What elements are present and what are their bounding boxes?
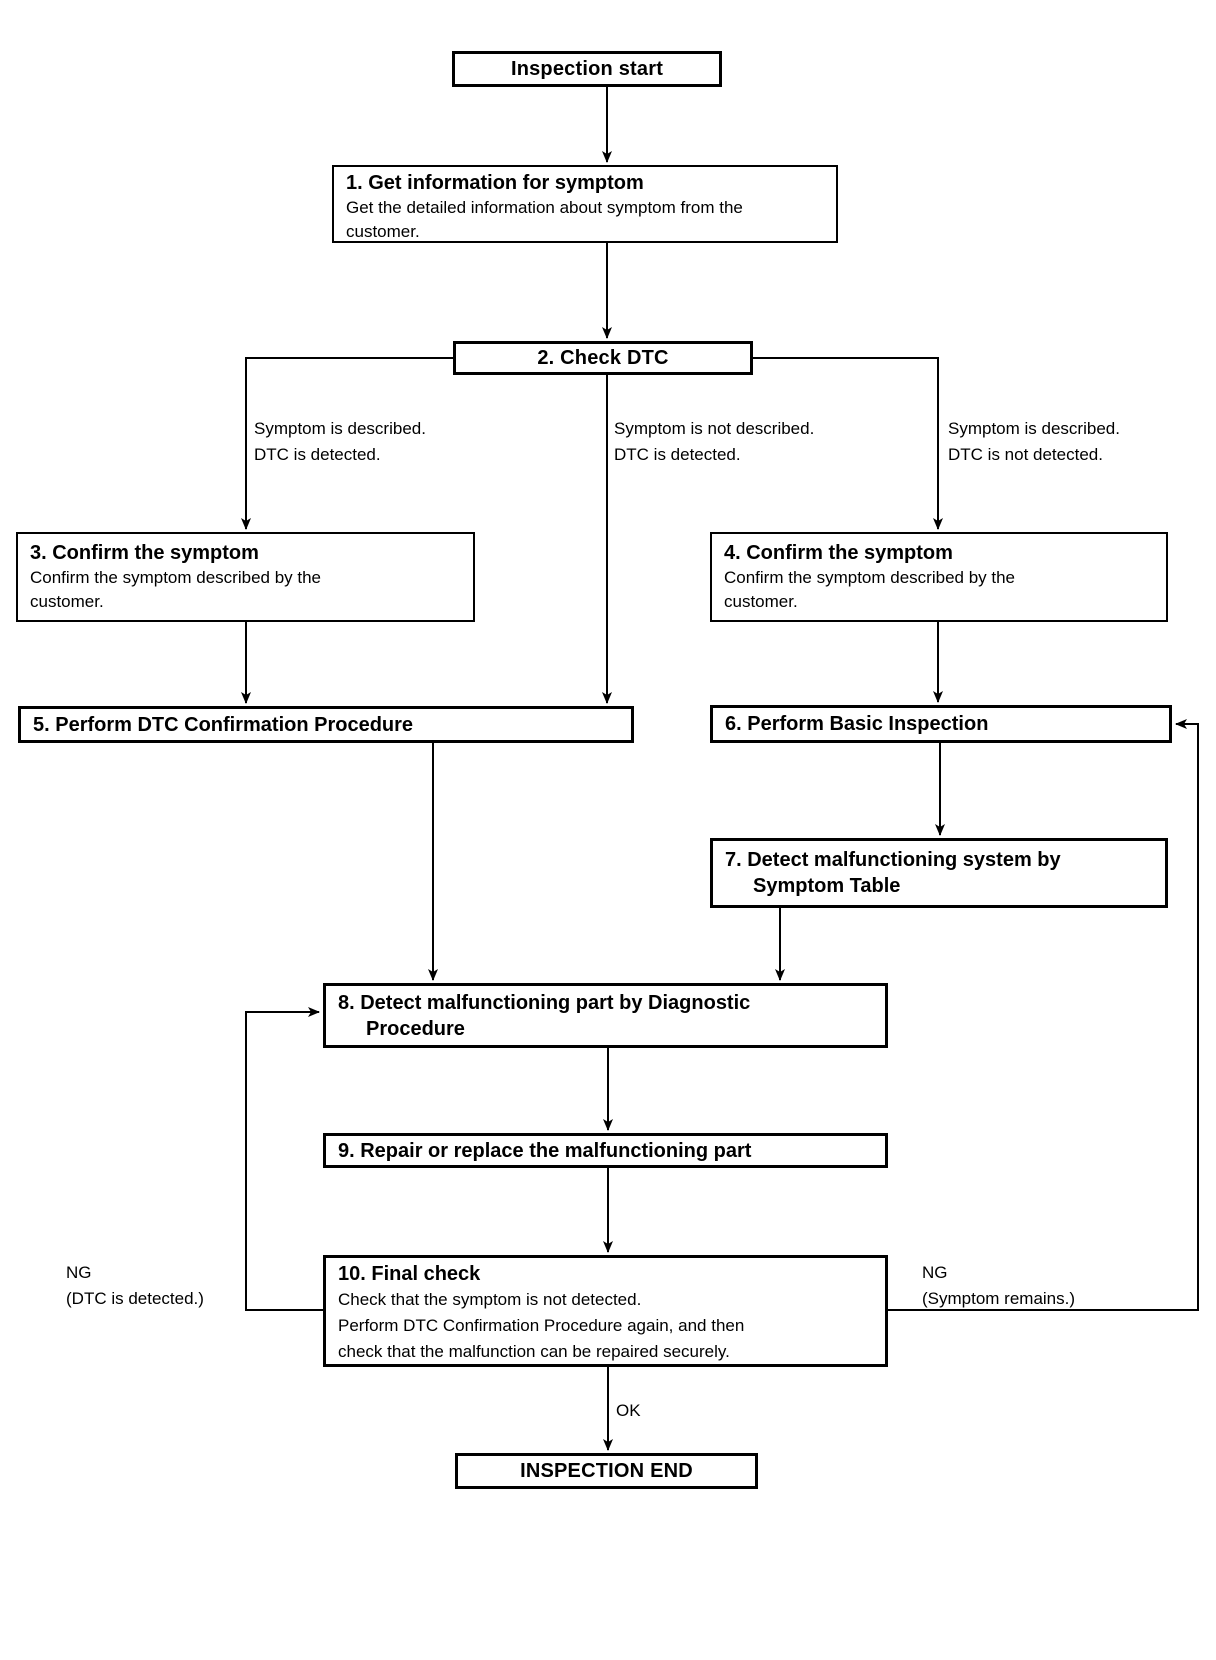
step4-body-line2: customer. bbox=[724, 592, 798, 611]
step8-title-line2: Procedure bbox=[366, 1018, 465, 1040]
branch-label-right-line1: Symptom is described. bbox=[948, 419, 1120, 438]
step5-title: 5. Perform DTC Confirmation Procedure bbox=[33, 713, 414, 736]
branch-label-right-line2: DTC is not detected. bbox=[948, 445, 1103, 464]
edge-step2-to-step4 bbox=[753, 357, 943, 530]
step10-body-line1: Check that the symptom is not detected. bbox=[338, 1290, 642, 1309]
node-step3-confirm-symptom: 3. Confirm the symptom Confirm the sympt… bbox=[16, 532, 475, 622]
step7-title-line2: Symptom Table bbox=[753, 875, 901, 897]
node-step5-dtc-confirmation: 5. Perform DTC Confirmation Procedure bbox=[18, 706, 634, 743]
node-step7-detect-system: 7. Detect malfunctioning system by Sympt… bbox=[710, 838, 1168, 908]
node-step6-basic-inspection: 6. Perform Basic Inspection bbox=[710, 705, 1172, 743]
inspection-end-label: INSPECTION END bbox=[520, 1459, 693, 1482]
node-inspection-end: INSPECTION END bbox=[455, 1453, 758, 1489]
step4-title: 4. Confirm the symptom bbox=[724, 542, 953, 564]
step2-title: 2. Check DTC bbox=[537, 346, 669, 369]
node-step2-check-dtc: 2. Check DTC bbox=[453, 341, 753, 375]
step3-body-line1: Confirm the symptom described by the bbox=[30, 568, 322, 587]
ng-label-right: NG (Symptom remains.) bbox=[922, 1260, 1075, 1312]
node-step9-repair-replace: 9. Repair or replace the malfunctioning … bbox=[323, 1133, 888, 1168]
step6-title: 6. Perform Basic Inspection bbox=[725, 713, 989, 735]
branch-label-middle-line1: Symptom is not described. bbox=[614, 419, 815, 438]
branch-label-middle-line2: DTC is detected. bbox=[614, 445, 741, 464]
branch-label-middle: Symptom is not described. DTC is detecte… bbox=[614, 416, 814, 468]
branch-label-left-line2: DTC is detected. bbox=[254, 445, 381, 464]
edge-ng-step10-to-step6 bbox=[888, 719, 1199, 1311]
branch-label-left-line1: Symptom is described. bbox=[254, 419, 426, 438]
ok-label: OK bbox=[616, 1401, 641, 1420]
node-step4-confirm-symptom: 4. Confirm the symptom Confirm the sympt… bbox=[710, 532, 1168, 622]
inspection-start-label: Inspection start bbox=[510, 57, 664, 80]
step3-title: 3. Confirm the symptom bbox=[30, 542, 259, 564]
step3-body-line2: customer. bbox=[30, 592, 104, 611]
node-inspection-start: Inspection start bbox=[452, 51, 722, 87]
edge-ng-step10-to-step8 bbox=[245, 1007, 323, 1311]
ng-label-right-line1: NG bbox=[922, 1263, 948, 1282]
step9-title: 9. Repair or replace the malfunctioning … bbox=[338, 1139, 752, 1162]
step10-body-line3: check that the malfunction can be repair… bbox=[338, 1342, 730, 1361]
node-step1-get-information: 1. Get information for symptom Get the d… bbox=[332, 165, 838, 243]
step10-body-line2: Perform DTC Confirmation Procedure again… bbox=[338, 1316, 745, 1335]
step7-title-line1: 7. Detect malfunctioning system by bbox=[725, 849, 1061, 871]
step10-title: 10. Final check bbox=[338, 1263, 481, 1285]
step8-title-line1: 8. Detect malfunctioning part by Diagnos… bbox=[338, 992, 751, 1014]
step4-body-line1: Confirm the symptom described by the bbox=[724, 568, 1016, 587]
node-step8-detect-part: 8. Detect malfunctioning part by Diagnos… bbox=[323, 983, 888, 1048]
step1-title: 1. Get information for symptom bbox=[346, 172, 644, 194]
ng-label-left: NG (DTC is detected.) bbox=[66, 1260, 204, 1312]
ng-label-right-line2: (Symptom remains.) bbox=[922, 1289, 1076, 1308]
edge-step2-to-step3 bbox=[241, 357, 453, 530]
ng-label-left-line2: (DTC is detected.) bbox=[66, 1289, 204, 1308]
branch-label-left: Symptom is described. DTC is detected. bbox=[254, 416, 426, 468]
step1-body-line2: customer. bbox=[346, 222, 420, 241]
step1-body-line1: Get the detailed information about sympt… bbox=[346, 198, 743, 217]
branch-label-right: Symptom is described. DTC is not detecte… bbox=[948, 416, 1120, 468]
ng-label-left-line1: NG bbox=[66, 1263, 92, 1282]
node-step10-final-check: 10. Final check Check that the symptom i… bbox=[323, 1255, 888, 1367]
